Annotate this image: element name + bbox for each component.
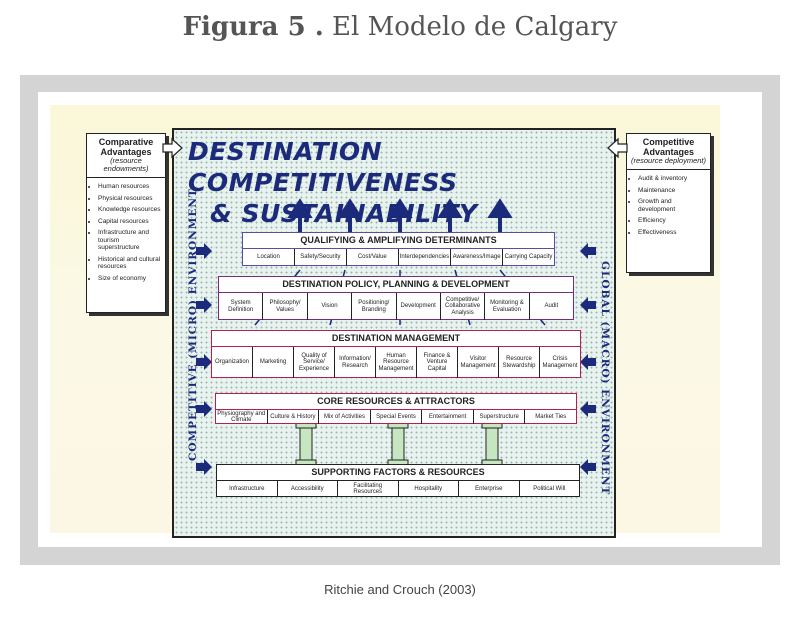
- qualifying-cell: Safety/Security: [295, 249, 347, 266]
- management-cell: Human Resource Management: [376, 347, 417, 378]
- left-environment-label: COMPETITIVE (MICRO) ENVIRONMENT: [187, 188, 199, 461]
- management-cell: Organization: [212, 347, 253, 378]
- policy-cell: Monitoring & Evaluation: [485, 293, 530, 320]
- main-title-line1: DESTINATION COMPETITIVENESS: [188, 137, 458, 197]
- core-cell: Market Ties: [535, 413, 567, 420]
- policy-cell: Philosophy/ Values: [263, 293, 308, 320]
- qualifying-title: QUALIFYING & AMPLIFYING DETERMINANTS: [243, 233, 554, 249]
- supporting-cell: Hospitality: [399, 481, 459, 497]
- competitive-item: Growth and development: [638, 198, 707, 213]
- comparative-advantages-box: Comparative Advantages (resource endowme…: [86, 133, 166, 313]
- supporting-cell: Accessibility: [278, 481, 338, 497]
- policy-title: DESTINATION POLICY, PLANNING & DEVELOPME…: [219, 277, 573, 293]
- left-hollow-arrow: [162, 137, 183, 159]
- comparative-header: Comparative Advantages (resource endowme…: [87, 134, 165, 178]
- core-layer: CORE RESOURCES & ATTRACTORS Physiography…: [215, 393, 577, 424]
- management-cell: Marketing: [253, 347, 294, 378]
- competitive-header: Competitive Advantages (resource deploym…: [627, 134, 710, 170]
- comparative-item: Physical resources: [98, 195, 162, 203]
- pillars: [295, 422, 503, 466]
- right-hollow-arrow: [607, 137, 628, 159]
- management-cell: Crisis Management: [542, 356, 578, 369]
- management-cell: Visitor Management: [458, 347, 499, 378]
- up-arrow-4: [437, 198, 463, 218]
- competitive-item: Effectiveness: [638, 229, 707, 237]
- main-title: DESTINATION COMPETITIVENESS & SUSTAINABI…: [188, 136, 608, 229]
- up-arrow-5: [487, 198, 513, 218]
- core-cell: Culture & History: [268, 410, 320, 424]
- comparative-title: Comparative Advantages: [98, 137, 154, 157]
- policy-cell: Audit: [544, 303, 559, 310]
- competitive-subtitle: (resource deployment): [630, 156, 707, 165]
- left-env-arrows: [196, 243, 212, 475]
- core-cell: Physiography and Climate: [216, 410, 268, 424]
- competitive-list: Audit & inventoryMaintenanceGrowth and d…: [627, 170, 710, 236]
- figure-label: Figura 5 .: [182, 12, 324, 42]
- comparative-item: Human resources: [98, 183, 162, 191]
- qualifying-cell: Carrying Capacity: [504, 254, 553, 261]
- policy-cell: System Definition: [219, 293, 264, 320]
- comparative-item: Knowledge resources: [98, 206, 162, 214]
- figure-title: Figura 5 . El Modelo de Calgary: [0, 12, 800, 42]
- supporting-cell: Enterprise: [459, 481, 520, 497]
- policy-cell: Development: [397, 293, 441, 320]
- qualifying-cell: Cost/Value: [347, 249, 399, 266]
- management-title: DESTINATION MANAGEMENT: [212, 331, 580, 347]
- policy-cell: Competitive/ Collaborative Analysis: [441, 293, 486, 320]
- core-cell: Entertainment: [422, 410, 474, 424]
- supporting-cell: Facilitating Resources: [338, 481, 399, 497]
- competitive-title: Competitive Advantages: [642, 137, 695, 157]
- management-cell: Resource Stewardship: [499, 347, 540, 378]
- qualifying-cell: Location: [243, 249, 295, 266]
- management-cell: Information/ Research: [335, 347, 376, 378]
- up-arrow-2: [337, 198, 363, 218]
- qualifying-layer: QUALIFYING & AMPLIFYING DETERMINANTS Loc…: [242, 232, 555, 266]
- management-cell: Finance & Venture Capital: [417, 347, 458, 378]
- qualifying-cell: Interdependencies: [399, 249, 452, 266]
- core-cell: Mix of Activities: [319, 410, 371, 424]
- right-env-arrows: [580, 243, 596, 475]
- comparative-list: Human resourcesPhysical resourcesKnowled…: [87, 178, 165, 282]
- qualifying-cell: Awareness/Image: [451, 249, 504, 266]
- supporting-cell: Political Will: [533, 485, 566, 492]
- comparative-subtitle: (resource endowments): [103, 156, 149, 173]
- figure-credit: Ritchie and Crouch (2003): [324, 582, 476, 597]
- policy-layer: DESTINATION POLICY, PLANNING & DEVELOPME…: [218, 276, 574, 320]
- comparative-item: Size of economy: [98, 275, 162, 283]
- up-arrow-3: [387, 198, 413, 218]
- core-cell: Superstructure: [474, 410, 526, 424]
- supporting-cell: Infrastructure: [217, 481, 278, 497]
- core-cell: Special Events: [371, 410, 423, 424]
- supporting-layer: SUPPORTING FACTORS & RESOURCES Infrastru…: [216, 464, 580, 497]
- policy-cell: Positioning/ Branding: [352, 293, 397, 320]
- up-arrow-1: [287, 198, 313, 218]
- management-cell: Quality of Service/ Experience: [294, 347, 335, 378]
- comparative-item: Capital resources: [98, 218, 162, 226]
- competitive-item: Efficiency: [638, 217, 707, 225]
- competitive-item: Audit & inventory: [638, 175, 707, 183]
- right-environment-label: GLOBAL (MACRO) ENVIRONMENT: [599, 261, 611, 496]
- competitive-item: Maintenance: [638, 187, 707, 195]
- policy-cell: Vision: [308, 293, 353, 320]
- comparative-item: Historical and cultural resources: [98, 256, 162, 271]
- supporting-title: SUPPORTING FACTORS & RESOURCES: [217, 465, 579, 481]
- core-title: CORE RESOURCES & ATTRACTORS: [216, 394, 576, 410]
- figure-title-text: El Modelo de Calgary: [332, 12, 618, 42]
- comparative-item: Infrastructure and tourism superstructur…: [98, 229, 162, 252]
- main-title-line2: & SUSTAINABILITY: [210, 199, 478, 228]
- competitive-advantages-box: Competitive Advantages (resource deploym…: [626, 133, 711, 273]
